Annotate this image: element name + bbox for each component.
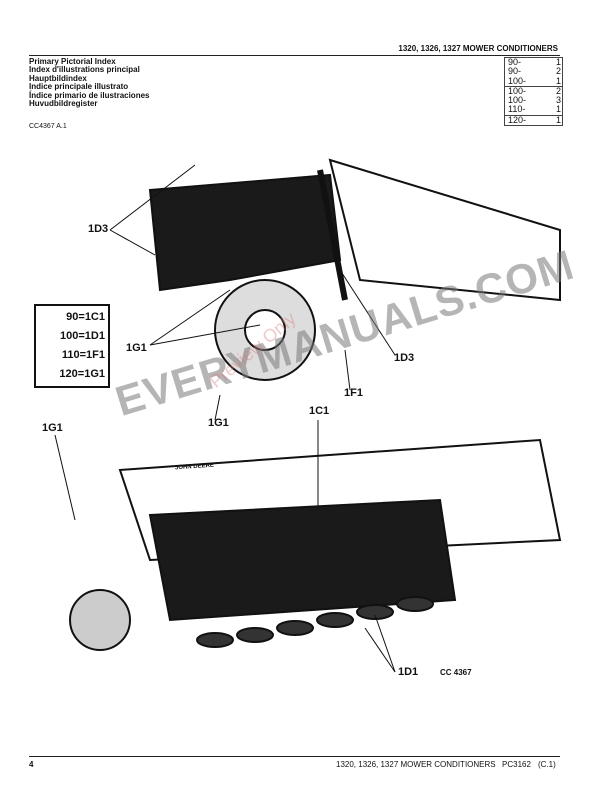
lower-wheel xyxy=(69,589,131,651)
callout-1c1: 1C1 xyxy=(309,405,330,417)
footer-doc: PC3162 xyxy=(502,760,531,769)
index-title-de: Hauptbildindex xyxy=(29,73,87,83)
figure-ref: CC4367 A.1 xyxy=(29,123,67,130)
group: 120- xyxy=(508,114,527,125)
page-number: 4 xyxy=(29,760,34,769)
page: 2 xyxy=(555,66,561,77)
index-title-en: Primary Pictorial Index xyxy=(29,57,116,66)
callout-1g1: 1G1 xyxy=(126,342,147,354)
page: 1 xyxy=(555,75,561,86)
upper-hood xyxy=(148,173,342,292)
index-title-sv: Huvudbildregister xyxy=(29,99,98,109)
callout-1d3: 1D3 xyxy=(394,352,415,364)
footer-title: 1320, 1326, 1327 MOWER CONDITIONERS xyxy=(336,760,496,769)
map-entry: 120=1G1 xyxy=(59,368,105,380)
table-row: 100- 3 xyxy=(505,95,562,106)
group: 100- xyxy=(508,85,527,96)
callout-1d1: 1D1 xyxy=(398,666,419,678)
page: 3 xyxy=(555,95,561,106)
group: 100- xyxy=(508,95,527,106)
index-title-es: Índice primario de ilustraciones xyxy=(29,90,150,100)
spring xyxy=(317,169,348,301)
page: 1 xyxy=(555,114,561,125)
map-entry: 90=1C1 xyxy=(66,311,105,323)
group: 110- xyxy=(508,104,526,115)
index-title-fr: Index d'illustrations principal xyxy=(29,65,140,75)
map-entry: 110=1F1 xyxy=(61,349,105,361)
group: 90- xyxy=(508,66,522,77)
table-row: 100- 2 xyxy=(505,85,562,96)
callout-1f1: 1F1 xyxy=(344,387,363,399)
leader-lines xyxy=(54,164,396,673)
page-table: 90- 1 90- 2 100- 1 100- 2 100- 3 110- 1 120- 1 xyxy=(504,57,563,127)
model-map-box: 90=1C1 100=1D1 110=1F1 120=1G1 xyxy=(34,304,110,388)
callout-1g1: 1G1 xyxy=(42,422,63,434)
page: 1 xyxy=(555,104,561,115)
table-row: 100- 1 xyxy=(505,75,562,86)
table-row: 110- 1 xyxy=(505,104,562,115)
page: 1 xyxy=(555,57,561,67)
footer-rev: (C.1) xyxy=(538,760,556,769)
cutter-discs xyxy=(196,596,434,648)
table-row: 90- 2 xyxy=(505,66,562,77)
table-row: 90- 1 xyxy=(505,57,562,67)
header-title: 1320, 1326, 1327 MOWER CONDITIONERS xyxy=(398,44,558,53)
upper-frame xyxy=(328,158,561,302)
index-titles: Primary Pictorial Index Index d'illustra… xyxy=(29,57,150,109)
group: 100- xyxy=(508,75,527,86)
lower-hood xyxy=(148,498,457,622)
page: 2 xyxy=(555,85,561,96)
footer-rule xyxy=(29,756,560,757)
header-rule xyxy=(29,55,560,56)
map-entry: 100=1D1 xyxy=(60,330,105,342)
figure-code: CC 4367 xyxy=(440,668,472,677)
table-row: 120- 1 xyxy=(505,114,562,125)
callout-1d3: 1D3 xyxy=(88,223,109,235)
index-title-it: Indice principale illustrato xyxy=(29,82,129,92)
callout-1g1: 1G1 xyxy=(208,417,229,429)
group: 90- xyxy=(508,57,522,67)
